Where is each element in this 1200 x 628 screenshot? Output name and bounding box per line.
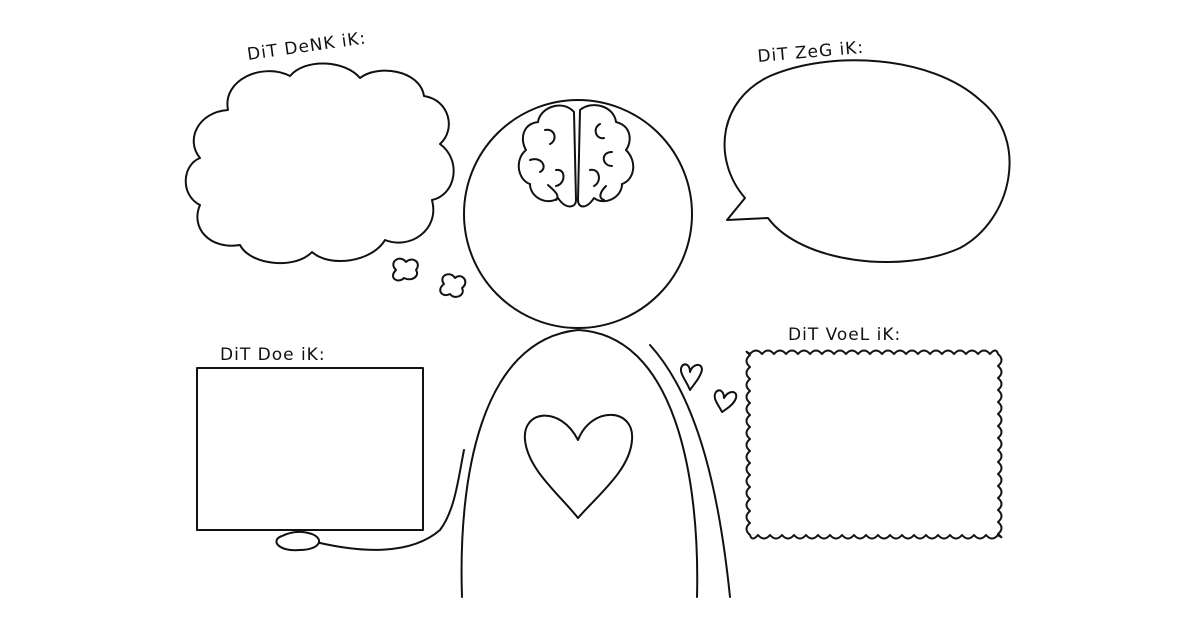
heart-icon [523,413,634,519]
thought-cloud [184,62,455,265]
think-label: DiT DeNK iK: [246,28,368,65]
arm-line [319,449,465,551]
head-circle [463,99,693,329]
do-label: DiT Doe iK: [220,345,326,365]
body-outline [460,329,699,598]
tiny-thought-cloud [439,273,467,298]
small-thought-cloud [392,257,419,282]
do-box [196,367,424,531]
hand [275,530,321,552]
speech-bubble [723,59,1011,263]
brain-icon [517,104,635,208]
feel-box [745,349,1003,540]
small-heart-icon [680,363,703,391]
small-heart-icon-2 [713,389,738,413]
feel-label: DiT VoeL iK: [788,325,901,345]
say-label: DiT ZeG iK: [757,38,865,67]
arm-outline [649,344,731,598]
